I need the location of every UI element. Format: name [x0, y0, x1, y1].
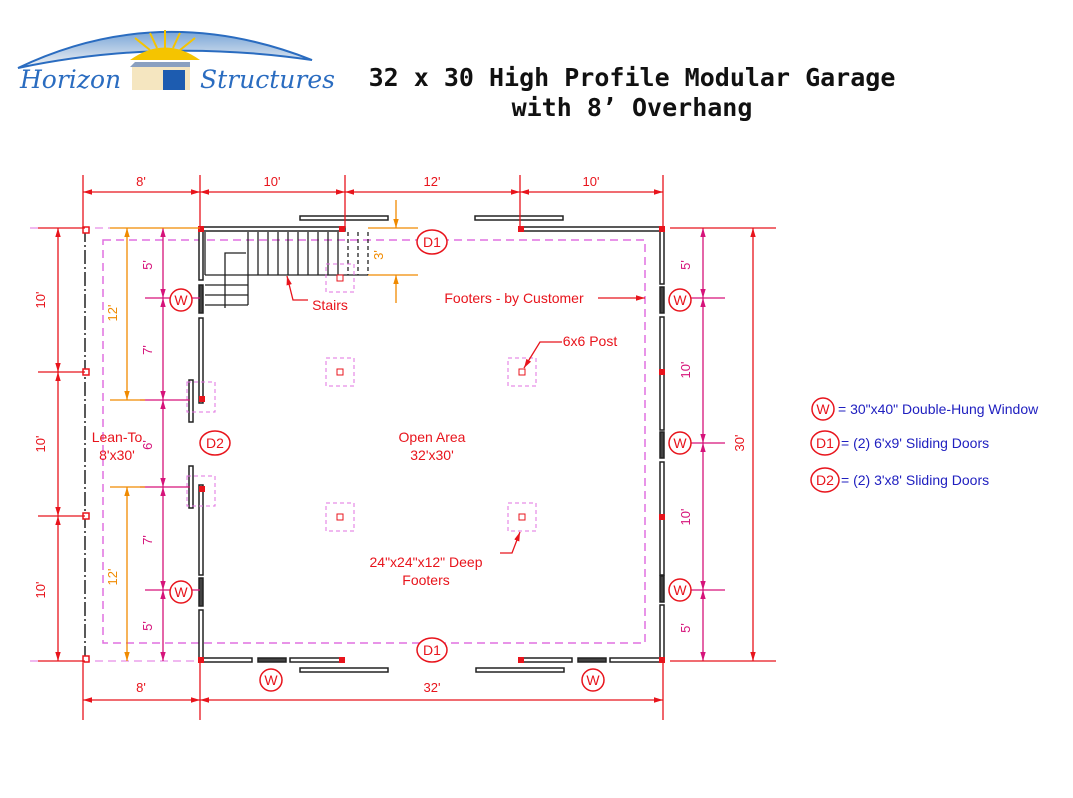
legend-tag-door1: D1	[816, 435, 834, 451]
legend-text-window: = 30"x40" Double-Hung Window	[838, 401, 1039, 417]
dim-right-5ft: 5'	[678, 260, 693, 270]
window-tag: W	[174, 292, 188, 308]
lean-to-label: Lean-To	[92, 429, 143, 445]
door1-tag: D1	[423, 234, 441, 250]
dim-left-inner-6ft: 6'	[140, 440, 155, 450]
dim-orange-12ft-top: 12'	[105, 305, 120, 322]
window-tag: W	[673, 435, 687, 451]
dim-bottom-8ft: 8'	[136, 680, 146, 695]
dim-stair-depth: 3'	[371, 250, 386, 260]
door2-tag: D2	[206, 435, 224, 451]
legend-tag-window: W	[816, 401, 830, 417]
legend-text-door2: = (2) 3'x8' Sliding Doors	[841, 472, 989, 488]
dim-left-10ft-2: 10'	[33, 436, 48, 453]
lean-to-size: 8'x30'	[99, 447, 135, 463]
dim-left-inner-7ft: 7'	[140, 345, 155, 355]
dim-top-12ft: 12'	[424, 174, 441, 189]
lean-to-posts	[82, 226, 90, 663]
dim-top-10ft-right: 10'	[583, 174, 600, 189]
company-logo: Horizon Structures	[17, 30, 335, 94]
top-dimensions	[82, 175, 664, 228]
dim-left-inner-7ft-2: 7'	[140, 535, 155, 545]
open-area-label: Open Area	[399, 429, 466, 445]
dim-left-10ft-1: 10'	[33, 292, 48, 309]
open-area-size: 32'x30'	[410, 447, 454, 463]
dim-top-8ft: 8'	[136, 174, 146, 189]
legend-text-door1: = (2) 6'x9' Sliding Doors	[841, 435, 989, 451]
page-subtitle: with 8’ Overhang	[512, 93, 753, 122]
dim-right-30ft: 30'	[732, 435, 747, 452]
dim-top-10ft: 10'	[264, 174, 281, 189]
leader-lines	[286, 275, 645, 554]
dim-left-10ft-3: 10'	[33, 582, 48, 599]
logo-word-horizon: Horizon	[19, 65, 121, 94]
window-tag: W	[673, 292, 687, 308]
dim-left-inner-5ft: 5'	[140, 260, 155, 270]
page-title: 32 x 30 High Profile Modular Garage	[369, 63, 896, 92]
window-tag: W	[586, 672, 600, 688]
stairs-label: Stairs	[312, 297, 348, 313]
footers-spec-label: 24"x24"x12" Deep	[370, 554, 483, 570]
logo-word-structures: Structures	[200, 65, 335, 94]
window-tag: W	[264, 672, 278, 688]
dim-orange-12ft-bottom: 12'	[105, 569, 120, 586]
bottom-dimensions	[82, 663, 664, 720]
window-tag: W	[673, 582, 687, 598]
door1-tag: D1	[423, 642, 441, 658]
dim-bottom-32ft: 32'	[424, 680, 441, 695]
legend: W = 30"x40" Double-Hung Window D1 = (2) …	[810, 397, 1039, 493]
post-footers	[186, 263, 537, 532]
footers-by-customer-label: Footers - by Customer	[444, 290, 584, 306]
dim-right-10ft: 10'	[678, 362, 693, 379]
dim-right-10ft-2: 10'	[678, 509, 693, 526]
dim-left-inner-5ft-2: 5'	[140, 621, 155, 631]
footer-outline	[102, 239, 646, 644]
legend-tag-door2: D2	[816, 472, 834, 488]
corner-posts	[198, 226, 665, 663]
right-dimensions	[670, 227, 776, 662]
dim-right-5ft-2: 5'	[678, 623, 693, 633]
left-outer-dimensions	[38, 227, 85, 662]
window-tags	[169, 229, 692, 692]
post-label: 6x6 Post	[563, 333, 618, 349]
orange-dimensions	[110, 200, 418, 661]
window-tag: W	[174, 584, 188, 600]
stairs	[204, 232, 369, 308]
footers-spec-label-2: Footers	[402, 572, 449, 588]
